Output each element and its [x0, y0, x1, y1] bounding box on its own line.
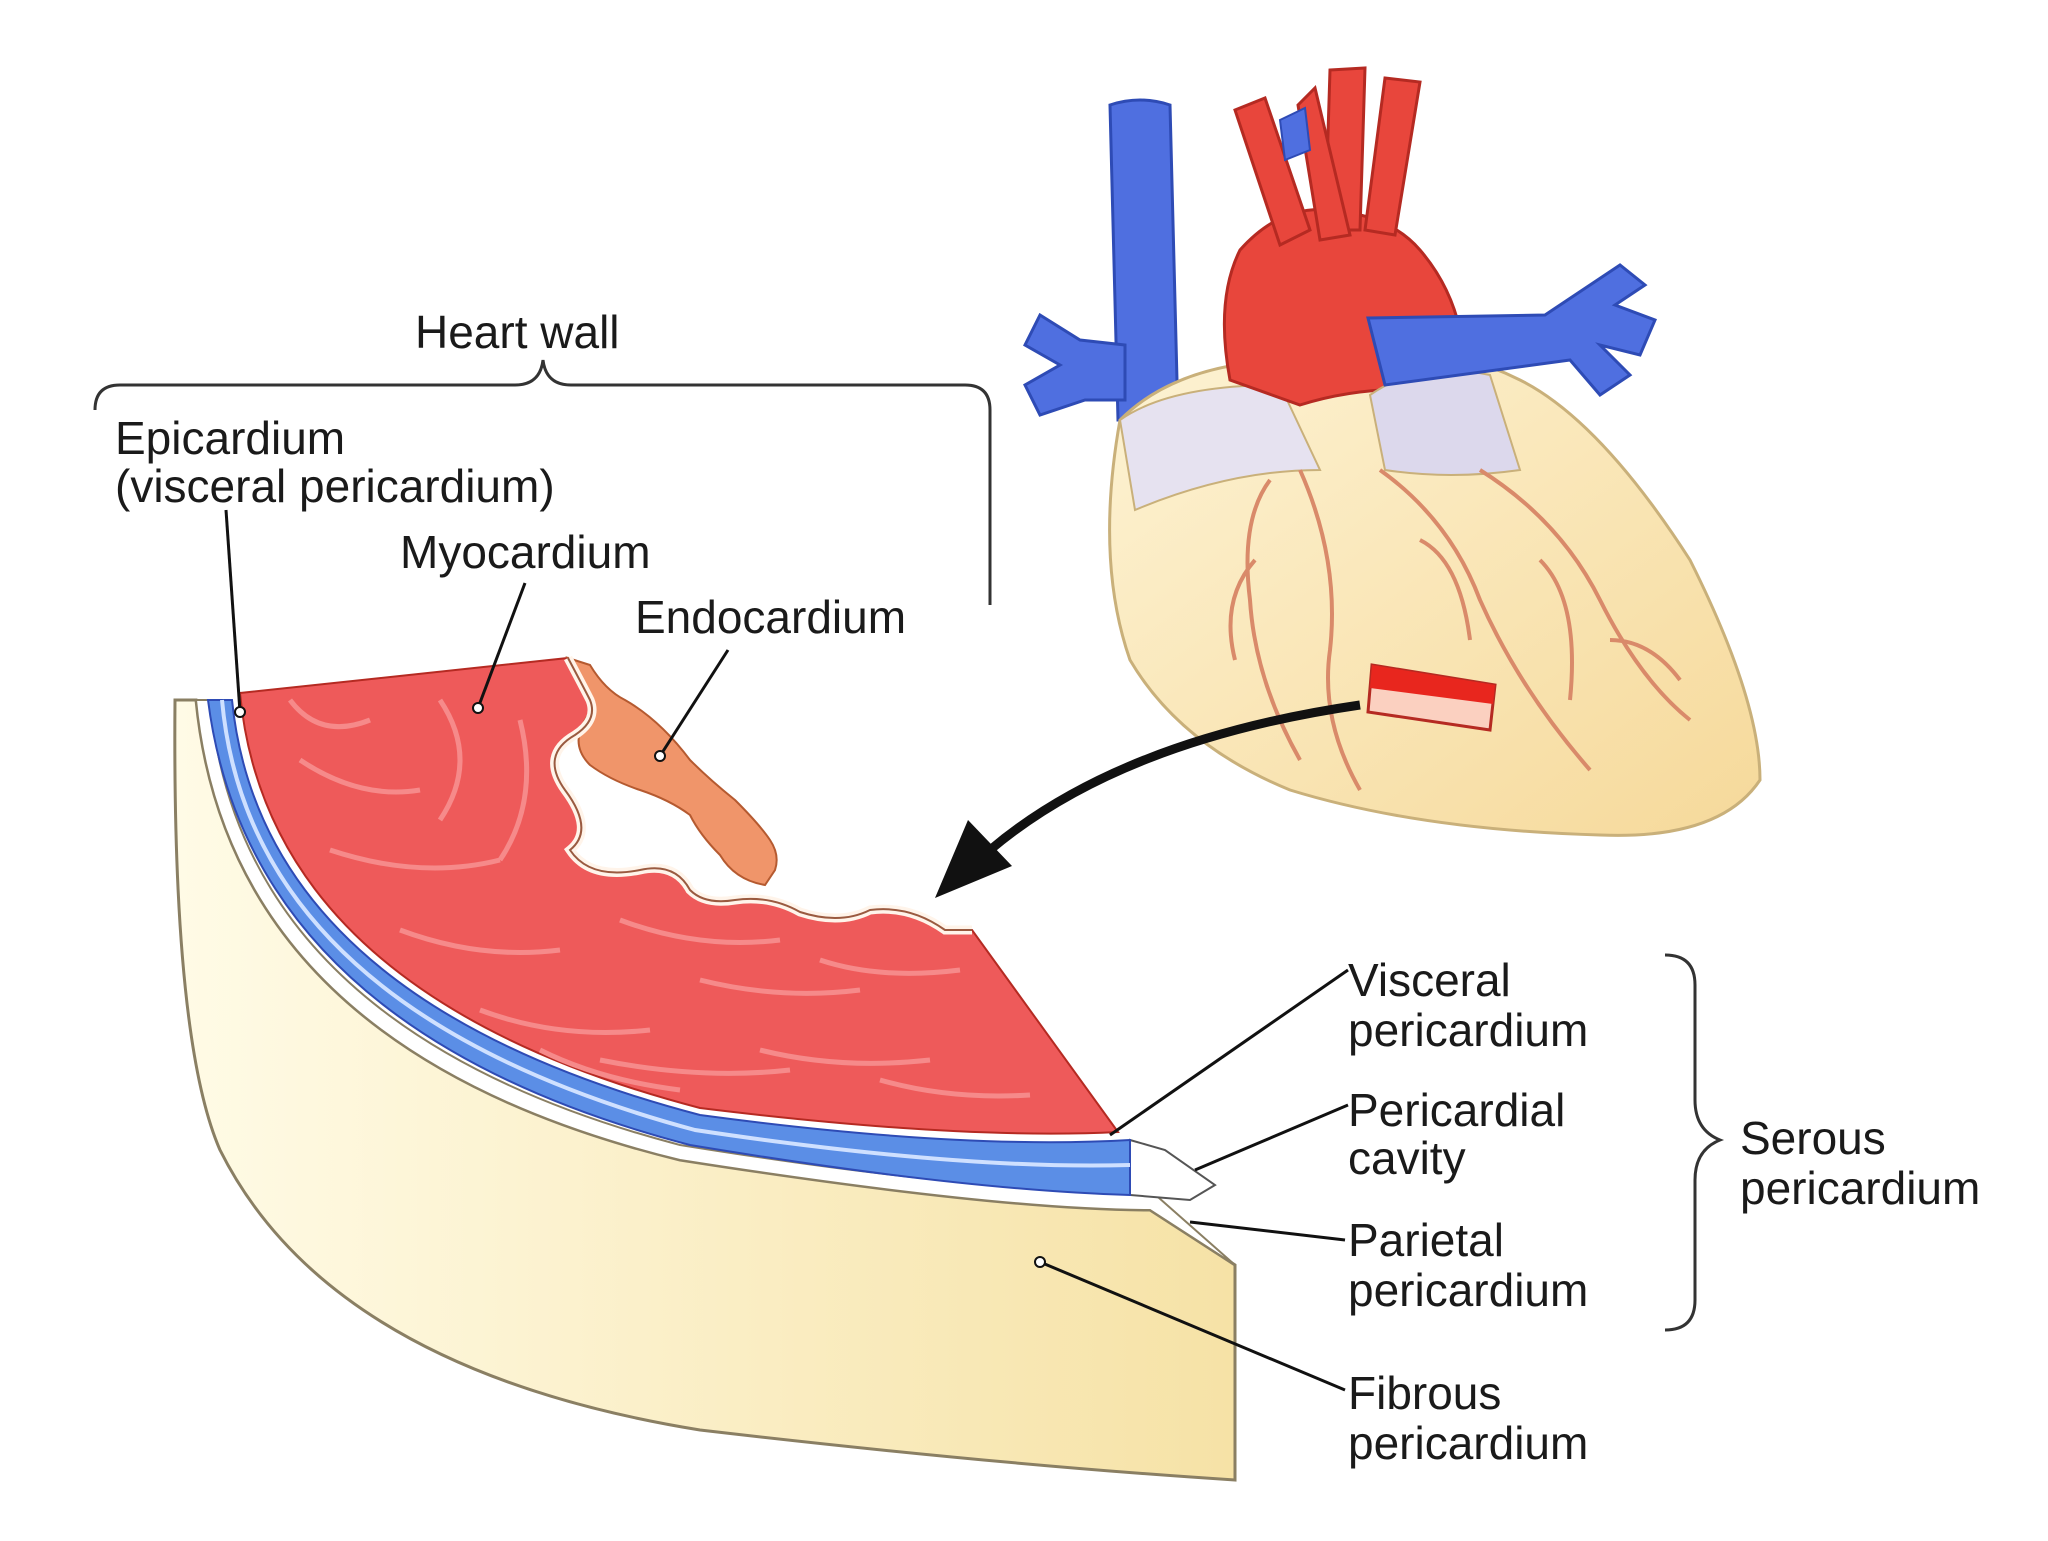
leader-parietal [1189, 1220, 1346, 1242]
aorta-branch-1 [1233, 96, 1312, 248]
aorta-branch-3 [1363, 76, 1422, 237]
label-pericardial-cavity-2: cavity [1348, 1132, 1466, 1184]
label-parietal-pericardium-2: pericardium [1348, 1264, 1589, 1316]
label-parietal-pericardium-1: Parietal [1348, 1214, 1504, 1266]
leader-epicardium [224, 509, 242, 713]
right-atrium [1118, 383, 1322, 512]
coronary-vessels [1228, 468, 1692, 791]
label-fibrous-pericardium-2: pericardium [1348, 1417, 1589, 1469]
parietal-pericardium [194, 699, 1236, 1266]
pulmonary-vein-left [1023, 312, 1127, 417]
label-epicardium-detail: (visceral pericardium) [115, 460, 555, 512]
label-visceral-pericardium-2: pericardium [1348, 1004, 1589, 1056]
label-endocardium: Endocardium [635, 591, 907, 643]
label-fibrous-pericardium-1: Fibrous [1348, 1367, 1502, 1419]
heart-wall-bracket [93, 359, 992, 605]
label-visceral-pericardium-1: Visceral [1348, 954, 1511, 1006]
brachiocephalic-vein [1278, 106, 1312, 162]
label-serous-pericardium-2: pericardium [1740, 1162, 1981, 1214]
pulmonary-vein-right [1366, 263, 1657, 397]
label-myocardium: Myocardium [400, 526, 651, 578]
superior-vena-cava [1108, 98, 1180, 422]
leader-fibrous [1039, 1260, 1346, 1392]
label-serous-pericardium-1: Serous [1740, 1112, 1886, 1164]
epicardium [206, 699, 1131, 1197]
leader-endocardium [658, 649, 730, 757]
leader-visceral [1109, 968, 1349, 1137]
magnification-arrow [935, 700, 1361, 898]
heart-illustration [1023, 66, 1762, 837]
leader-myocardium [476, 582, 527, 709]
leader-lines [224, 509, 1349, 1392]
label-pericardial-cavity-1: Pericardial [1348, 1084, 1566, 1136]
leader-cavity [1194, 1103, 1349, 1172]
pericardial-cavity [1129, 1138, 1217, 1202]
heart-wall-section [173, 655, 1237, 1482]
label-heart-wall: Heart wall [415, 306, 620, 358]
label-epicardium: Epicardium [115, 412, 346, 464]
serous-pericardium-brace [1664, 953, 1725, 1332]
aorta-branch-4 [1296, 85, 1352, 242]
leader-dots [234, 702, 1046, 1268]
endocardium [565, 656, 778, 887]
